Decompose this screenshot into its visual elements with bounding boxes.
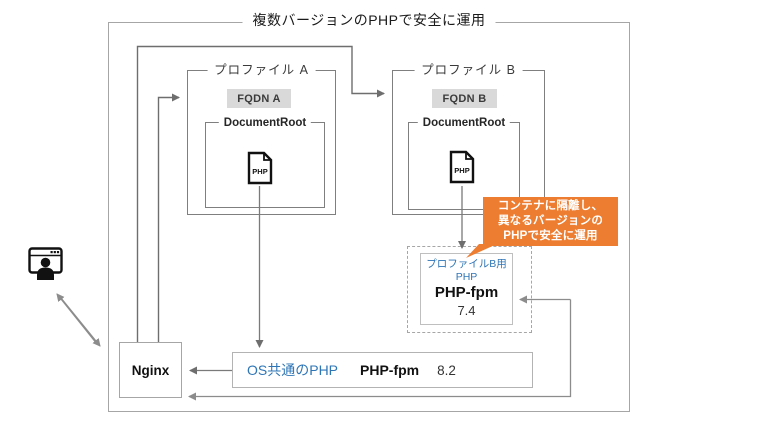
php-file-icon-a: PHP: [247, 151, 273, 185]
os-php-version: 8.2: [437, 362, 456, 378]
arrow-system-to-user: [56, 293, 98, 345]
php-fpm-74-owner-php: PHP: [455, 271, 478, 283]
documentroot-b-label: DocumentRoot: [417, 116, 511, 130]
arrow-user-to-system: [60, 297, 101, 347]
nginx-box: Nginx: [119, 342, 182, 398]
os-php-name: PHP-fpm: [360, 362, 420, 378]
php-file-icon-b: PHP: [449, 150, 475, 184]
php-fpm-74-name: PHP-fpm: [434, 284, 499, 301]
diagram-title: 複数バージョンのPHPで安全に運用: [242, 10, 496, 30]
profile-a-label: プロファイル A: [207, 63, 316, 77]
documentroot-a-label: DocumentRoot: [218, 116, 312, 130]
profile-b-label: プロファイル B: [414, 63, 523, 77]
callout-line-3: PHPで安全に運用: [503, 230, 598, 242]
php-fpm-74-version: 7.4: [457, 303, 476, 318]
php-fpm-74-box: プロファイルB用 PHP PHP-fpm 7.4: [420, 253, 513, 325]
callout-line-1: コンテナに隔離し、: [497, 200, 604, 212]
callout-line-2: 異なるバージョンの: [497, 215, 604, 227]
user-browser-icon: [28, 247, 63, 280]
container-isolation-callout: コンテナに隔離し、 異なるバージョンの PHPで安全に運用: [483, 197, 618, 246]
fqdn-b-chip: FQDN B: [432, 89, 497, 108]
php-file-label-a: PHP: [252, 167, 267, 176]
os-php-label: OS共通のPHP: [247, 362, 339, 378]
fqdn-a-chip: FQDN A: [227, 89, 291, 108]
os-php-box: OS共通のPHP PHP-fpm 8.2: [232, 352, 533, 388]
php-file-label-b: PHP: [454, 166, 469, 175]
php-fpm-74-owner: プロファイルB用: [426, 258, 507, 270]
